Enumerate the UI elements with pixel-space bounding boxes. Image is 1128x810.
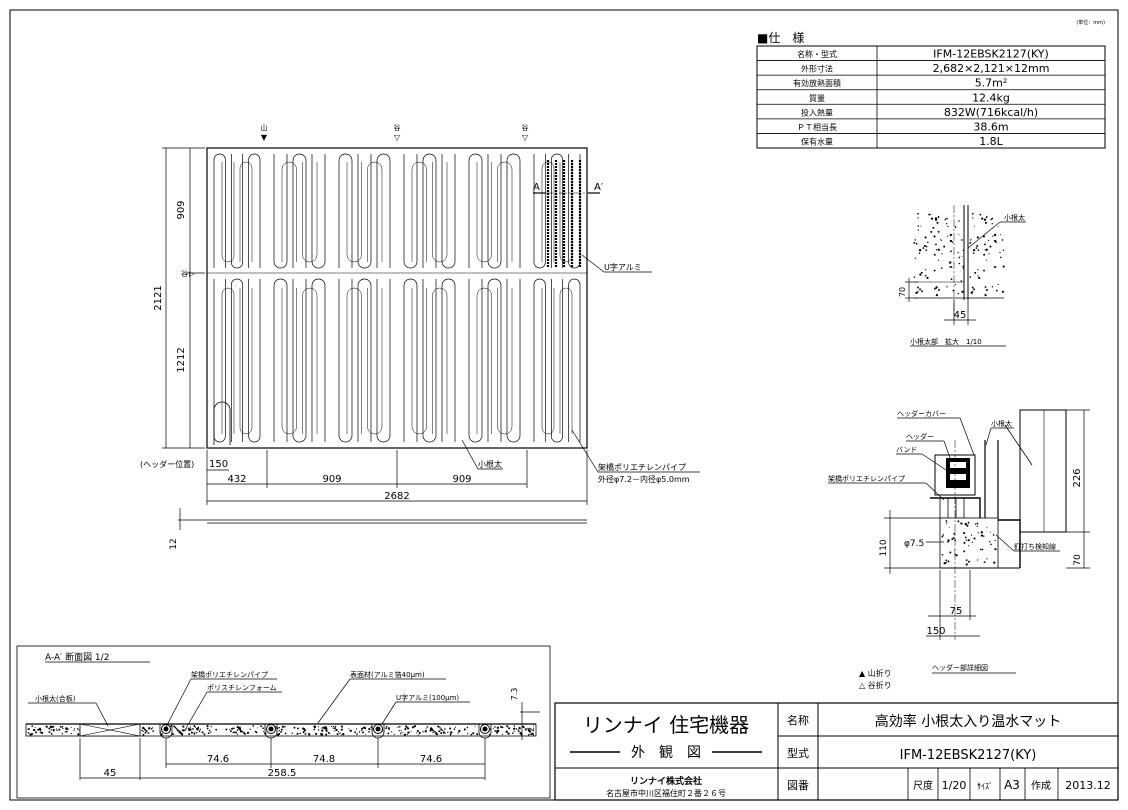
size-label: ｻｲｽﾞ <box>977 782 993 791</box>
date-label: 作成 <box>1031 780 1051 792</box>
spec-label: 有効放熱面積 <box>793 78 841 88</box>
label-header: ヘッダー <box>906 432 934 441</box>
spec-value: IFM-12EBSK2127(KY) <box>933 48 1049 61</box>
dim-258-5: 258.5 <box>268 768 297 779</box>
model-label: 型式 <box>787 746 809 760</box>
label-foam: ポリスチレンフォーム <box>207 684 277 692</box>
dim-45-section: 45 <box>104 768 117 779</box>
spec-value: 38.6m <box>973 120 1008 133</box>
dim-2682: 2682 <box>384 491 409 502</box>
spec-label: 外形寸法 <box>801 64 833 74</box>
spec-value: 5.7m² <box>975 77 1008 90</box>
company-address: 名古屋市中川区福住町２番２６号 <box>606 788 726 798</box>
section-title: A-A′ 断面図 1/2 <box>45 651 109 663</box>
caption-konedai-detail: 小根太部 拡大 1/10 <box>910 337 982 346</box>
label-nail-detect: 釘打ち検知線 <box>1014 542 1056 551</box>
dim-74-8: 74.8 <box>313 754 335 765</box>
section-view: A-A′ 断面図 1/2 小根太(合板) 架橋ポリエチレンパイプ ポリスチレンフ… <box>16 645 551 799</box>
spec-table: (単位：mm) ■仕 様 名称・型式 IFM-12EBSK2127(KY) 外形寸法… <box>756 19 1106 149</box>
label-header-cover: ヘッダーカバー <box>897 409 946 418</box>
label-konedai-section: 小根太(合板) <box>35 694 76 703</box>
dim-74-6-a: 74.6 <box>207 754 229 765</box>
name-value: 高効率 小根太入り温水マット <box>875 713 1061 730</box>
legend-valley: △ 谷折り <box>859 680 892 690</box>
label-u-alumi: U字アルミ <box>604 262 642 272</box>
fold-mark-valley-1: 谷 <box>394 123 401 132</box>
dim-upper-height: 909 <box>176 200 187 219</box>
label-header-position: (ヘッダー位置) <box>140 459 194 469</box>
name-label: 名称 <box>787 713 809 727</box>
dim-70-d2: 70 <box>1073 554 1083 566</box>
plan-view: 山 ▼ 谷 ▽ 谷 ▽ 谷 ▷ A A′ U字アルミ 2121 909 1212… <box>140 123 700 550</box>
section-mark-a-prime: A′ <box>594 182 604 193</box>
label-pipe-plan: 架橋ポリエチレンパイプ <box>598 462 686 472</box>
svg-text:▼: ▼ <box>261 133 268 142</box>
spec-value: 12.4kg <box>972 91 1010 104</box>
fold-mark-mountain: 山 <box>261 123 268 132</box>
date-value: 2013.12 <box>1065 779 1111 792</box>
dim-909-a: 909 <box>322 474 341 485</box>
dim-70-d1: 70 <box>898 287 907 297</box>
label-u-alumi-section: U字アルミ(100μm) <box>396 693 459 702</box>
dim-lower-height: 1212 <box>176 347 187 372</box>
spec-value: 2,682×2,121×12mm <box>933 62 1050 75</box>
dim-150-d2: 150 <box>926 626 945 637</box>
size-value: A3 <box>1004 778 1020 792</box>
company-name: リンナイ株式会社 <box>630 775 702 787</box>
scale-label: 尺度 <box>913 779 933 792</box>
label-surface: 表面材(アルミ箔40μm) <box>350 670 425 679</box>
spec-label: 名称・型式 <box>797 49 837 59</box>
label-konedai-d1: 小根太 <box>1004 213 1025 222</box>
spec-label: 投入熱量 <box>801 107 833 117</box>
dim-45-d1: 45 <box>954 310 967 321</box>
spec-value: 1.8L <box>979 135 1003 148</box>
unit-note: (単位：mm) <box>1076 19 1105 26</box>
label-konedai-d2: 小根太 <box>991 419 1012 428</box>
fold-mark-valley-2: 谷 <box>522 123 529 132</box>
spec-title: ■仕 様 <box>757 31 804 45</box>
dim-12-plan: 12 <box>169 538 179 549</box>
number-label: 図番 <box>787 779 809 792</box>
label-band: バンド <box>896 446 917 454</box>
logo-rinnai: リンナイ 住宅機器 <box>583 713 749 737</box>
dim-432: 432 <box>227 474 246 485</box>
svg-text:▽: ▽ <box>522 133 529 142</box>
mat-outline <box>206 147 588 449</box>
dim-909-b: 909 <box>452 474 471 485</box>
dim-total-height: 2121 <box>153 285 164 310</box>
drawing-type: 外 観 図 <box>631 744 701 761</box>
fold-mark-valley-left: 谷 <box>181 269 188 278</box>
spec-label: ＰＴ相当長 <box>797 122 837 132</box>
model-value: IFM-12EBSK2127(KY) <box>900 748 1037 763</box>
label-konedai-plan: 小根太 <box>478 459 502 469</box>
svg-text:▽: ▽ <box>394 133 401 142</box>
dim-74-6-b: 74.6 <box>420 754 442 765</box>
label-pipe-size: 外径φ7.2－内径φ5.0mm <box>598 474 690 484</box>
scale-value: 1/20 <box>942 779 967 792</box>
header-detail: 226 70 ヘッダーカバー 小根太 ヘッダー バンド 架橋ポリエチレンパイプ … <box>828 409 1090 674</box>
pipe-serpentine <box>213 153 582 445</box>
caption-header-detail: ヘッダー部詳細図 <box>932 663 988 672</box>
dim-226: 226 <box>1072 468 1083 487</box>
dim-7-3: 7.3 <box>510 688 519 701</box>
label-pipe-section: 架橋ポリエチレンパイプ <box>191 670 268 679</box>
spec-label: 質量 <box>809 93 825 103</box>
dim-phi-75: φ7.5 <box>904 539 924 549</box>
spec-label: 保有水量 <box>801 137 833 147</box>
drawing-border <box>9 9 1119 801</box>
dim-75: 75 <box>950 606 963 617</box>
dim-110: 110 <box>879 539 889 556</box>
svg-text:▷: ▷ <box>189 270 195 278</box>
legend-mountain: ▲ 山折り <box>859 668 892 678</box>
konedai-detail: 小根太 70 45 小根太部 拡大 1/10 <box>898 205 1026 347</box>
spec-value: 832W(716kcal/h) <box>944 106 1038 119</box>
dim-150: 150 <box>209 459 228 470</box>
dim-12-section: 12 <box>527 727 536 737</box>
title-block: リンナイ 住宅機器 外 観 図 リンナイ株式会社 名古屋市中川区福住町２番２６号… <box>554 702 1119 801</box>
label-pipe-d2: 架橋ポリエチレンパイプ <box>828 474 905 483</box>
section-mark-a: A <box>533 182 540 193</box>
